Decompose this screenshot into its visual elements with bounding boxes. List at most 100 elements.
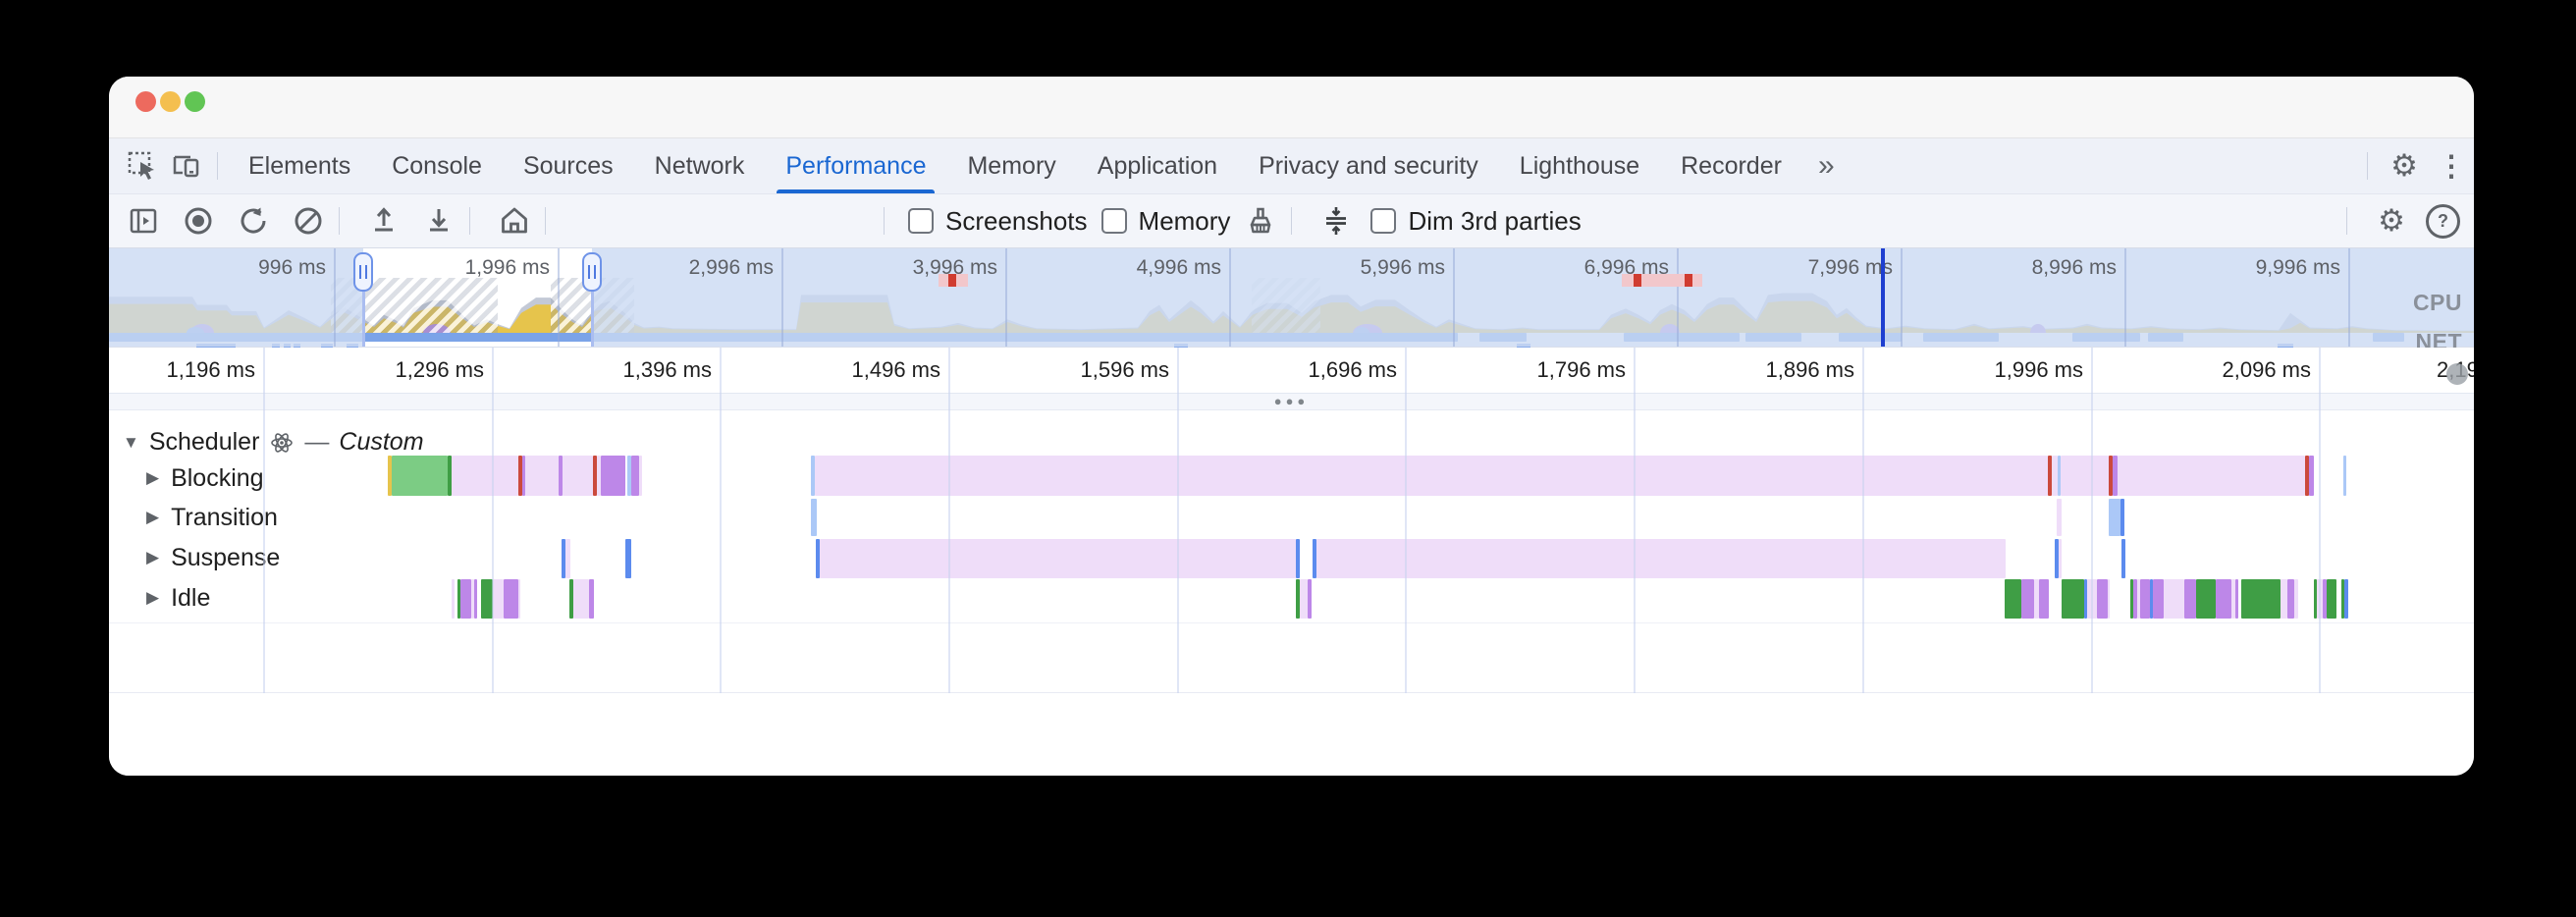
blocking-segment[interactable] bbox=[2343, 456, 2346, 496]
idle-segment[interactable] bbox=[493, 579, 504, 619]
tab-privacy-and-security[interactable]: Privacy and security bbox=[1259, 152, 1478, 180]
suspense-segment[interactable] bbox=[1313, 539, 1316, 578]
blocking-segment[interactable] bbox=[559, 456, 563, 496]
blocking-segment[interactable] bbox=[2118, 456, 2305, 496]
idle-segment[interactable] bbox=[2137, 579, 2140, 619]
idle-segment[interactable] bbox=[2341, 579, 2344, 619]
tab-sources[interactable]: Sources bbox=[522, 152, 614, 180]
upload-profile-icon[interactable] bbox=[363, 200, 404, 242]
pane-resizer-handle[interactable]: ●●● bbox=[109, 393, 2474, 410]
blocking-segment[interactable] bbox=[388, 456, 392, 496]
idle-segment[interactable] bbox=[1308, 579, 1312, 619]
idle-segment[interactable] bbox=[2021, 579, 2034, 619]
reload-and-record-icon[interactable] bbox=[233, 200, 274, 242]
blocking-segment[interactable] bbox=[2309, 456, 2314, 496]
suspense-segment[interactable] bbox=[2059, 539, 2062, 578]
capture-settings-gear-icon[interactable]: ⚙ bbox=[2378, 203, 2405, 238]
idle-segment[interactable] bbox=[474, 579, 477, 619]
collapse-triangle-icon[interactable]: ▼ bbox=[123, 432, 139, 452]
blocking-segment[interactable] bbox=[2048, 456, 2052, 496]
blocking-segment[interactable] bbox=[518, 456, 522, 496]
idle-segment[interactable] bbox=[2294, 579, 2298, 619]
tab-performance[interactable]: Performance bbox=[765, 138, 946, 193]
idle-segment[interactable] bbox=[2281, 579, 2287, 619]
idle-segment[interactable] bbox=[452, 579, 455, 619]
memory-checkbox[interactable] bbox=[1100, 208, 1127, 234]
idle-segment[interactable] bbox=[2327, 579, 2336, 619]
collect-garbage-icon[interactable] bbox=[1240, 200, 1281, 242]
transition-segment[interactable] bbox=[811, 499, 817, 536]
blocking-segment[interactable] bbox=[2113, 456, 2118, 496]
suspense-segment[interactable] bbox=[1296, 539, 1300, 578]
expand-triangle-icon[interactable]: ▶ bbox=[146, 508, 160, 526]
track-header-scheduler[interactable]: ▼ Scheduler — Custom bbox=[123, 428, 424, 457]
memory-label[interactable]: Memory bbox=[1138, 205, 1231, 236]
clear-icon[interactable] bbox=[288, 200, 329, 242]
transition-segment[interactable] bbox=[2120, 499, 2124, 536]
close-window-button[interactable] bbox=[135, 91, 156, 112]
blocking-segment[interactable] bbox=[639, 456, 642, 496]
idle-segment[interactable] bbox=[2153, 579, 2164, 619]
idle-segment[interactable] bbox=[471, 579, 474, 619]
blocking-segment[interactable] bbox=[2052, 456, 2058, 496]
idle-segment[interactable] bbox=[457, 579, 460, 619]
idle-segment[interactable] bbox=[589, 579, 594, 619]
maximize-window-button[interactable] bbox=[185, 91, 205, 112]
track-row-blocking[interactable]: ▶Blocking bbox=[146, 462, 264, 494]
idle-segment[interactable] bbox=[2287, 579, 2294, 619]
blocking-segment[interactable] bbox=[601, 456, 625, 496]
idle-segment[interactable] bbox=[2196, 579, 2216, 619]
scrollbar-thumb[interactable] bbox=[2446, 363, 2468, 385]
idle-segment[interactable] bbox=[2235, 579, 2238, 619]
device-toolbar-icon[interactable] bbox=[164, 144, 207, 188]
tab-console[interactable]: Console bbox=[392, 152, 482, 180]
idle-segment[interactable] bbox=[1300, 579, 1308, 619]
screenshots-label[interactable]: Screenshots bbox=[945, 205, 1088, 236]
tab-lighthouse[interactable]: Lighthouse bbox=[1519, 152, 1640, 180]
idle-segment[interactable] bbox=[573, 579, 589, 619]
inspect-element-icon[interactable] bbox=[121, 144, 164, 188]
help-icon[interactable]: ? bbox=[2426, 203, 2460, 239]
blocking-segment[interactable] bbox=[2058, 456, 2061, 496]
idle-segment[interactable] bbox=[2344, 579, 2348, 619]
suspense-segment[interactable] bbox=[816, 539, 820, 578]
suspense-segment[interactable] bbox=[2055, 539, 2059, 578]
suspense-segment[interactable] bbox=[2121, 539, 2125, 578]
tab-elements[interactable]: Elements bbox=[248, 152, 351, 180]
compress-tracks-icon[interactable] bbox=[1315, 200, 1357, 242]
blocking-segment[interactable] bbox=[627, 456, 631, 496]
idle-segment[interactable] bbox=[481, 579, 493, 619]
suspense-segment[interactable] bbox=[562, 539, 565, 578]
tab-recorder[interactable]: Recorder bbox=[1681, 152, 1782, 180]
blocking-segment[interactable] bbox=[2061, 456, 2109, 496]
selection-left-edge[interactable] bbox=[362, 288, 365, 347]
suspense-segment[interactable] bbox=[625, 539, 631, 578]
idle-segment[interactable] bbox=[518, 579, 520, 619]
idle-segment[interactable] bbox=[2314, 579, 2317, 619]
idle-segment[interactable] bbox=[2084, 579, 2087, 619]
idle-segment[interactable] bbox=[2133, 579, 2137, 619]
idle-segment[interactable] bbox=[2216, 579, 2231, 619]
idle-segment[interactable] bbox=[2130, 579, 2133, 619]
blocking-segment[interactable] bbox=[522, 456, 525, 496]
blocking-segment[interactable] bbox=[593, 456, 597, 496]
idle-segment[interactable] bbox=[2184, 579, 2196, 619]
blocking-segment[interactable] bbox=[2305, 456, 2309, 496]
settings-gear-icon[interactable]: ⚙ bbox=[2390, 148, 2418, 183]
expand-triangle-icon[interactable]: ▶ bbox=[146, 588, 160, 607]
expand-triangle-icon[interactable]: ▶ bbox=[146, 548, 160, 566]
expand-triangle-icon[interactable]: ▶ bbox=[146, 468, 160, 487]
idle-segment[interactable] bbox=[2323, 579, 2327, 619]
track-row-suspense[interactable]: ▶Suspense bbox=[146, 542, 280, 573]
blocking-segment[interactable] bbox=[563, 456, 593, 496]
dim-third-parties-checkbox[interactable] bbox=[1370, 208, 1397, 234]
blocking-segment[interactable] bbox=[392, 456, 448, 496]
track-row-transition[interactable]: ▶Transition bbox=[146, 502, 278, 533]
blocking-segment[interactable] bbox=[2109, 456, 2113, 496]
transition-segment[interactable] bbox=[2057, 499, 2062, 536]
idle-segment[interactable] bbox=[2034, 579, 2039, 619]
minimize-window-button[interactable] bbox=[160, 91, 181, 112]
blocking-segment[interactable] bbox=[525, 456, 559, 496]
